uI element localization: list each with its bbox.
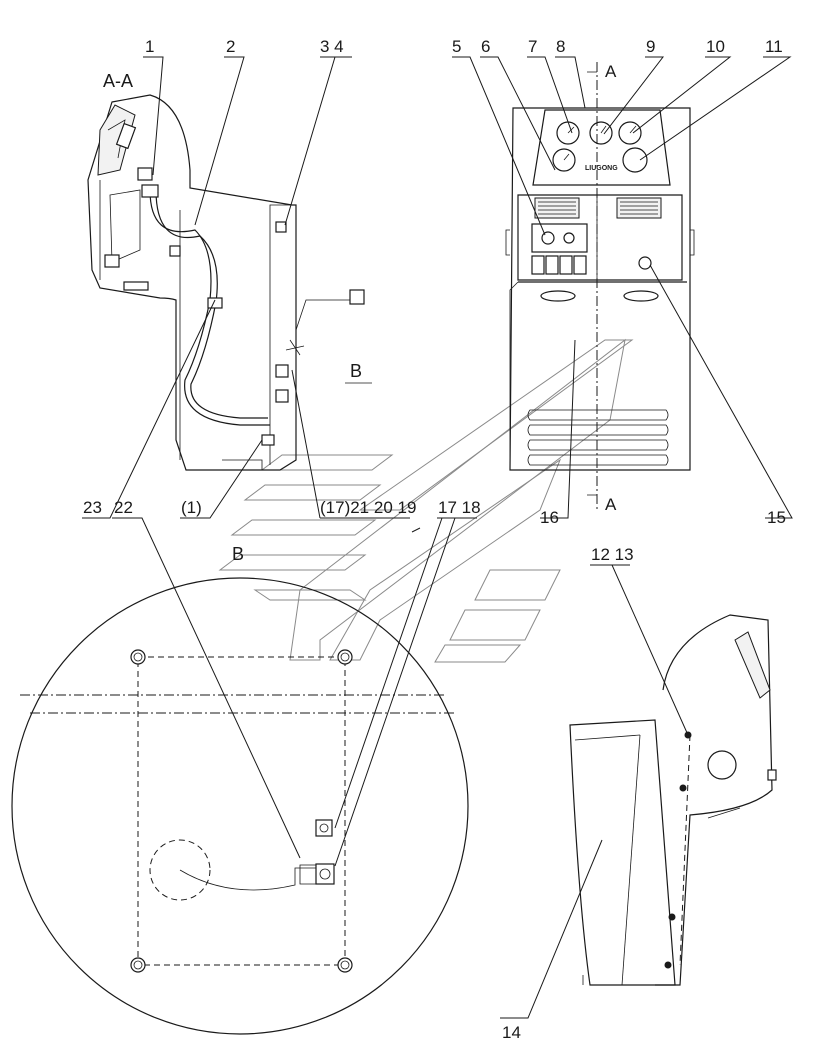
part-number-3-4: 3 4: [320, 37, 344, 56]
part-number-7: 7: [528, 37, 537, 56]
section-mark-top: A: [605, 62, 617, 81]
part-number-17-18: 17 18: [438, 498, 481, 517]
part-number-8: 8: [556, 37, 565, 56]
part-number-23: 23: [83, 498, 102, 517]
part-number-9: 9: [646, 37, 655, 56]
front-view-panel: LIUGONG A A: [505, 62, 695, 514]
part-number-6: 6: [481, 37, 490, 56]
part-number-22: 22: [114, 498, 133, 517]
section-label-a-a: A-A: [103, 71, 133, 91]
part-number-labels: 1 2 3 4 5 6 7 8 9 10 11 23 22 (1) (17)21…: [83, 37, 786, 1042]
part-number-5: 5: [452, 37, 461, 56]
detail-view-b: B: [11, 544, 469, 1035]
section-mark-bottom: A: [605, 495, 617, 514]
panel-brand-label: LIUGONG: [585, 165, 618, 172]
part-number-10: 10: [706, 37, 725, 56]
leader-lines: [82, 56, 793, 1019]
part-number-16: 16: [540, 508, 559, 527]
part-number-15: 15: [767, 508, 786, 527]
side-view-panel: [569, 614, 777, 986]
part-number-1: 1: [145, 37, 154, 56]
part-number-12-13: 12 13: [591, 545, 634, 564]
part-number-17-21-20-19: (17)21 20 19: [320, 498, 416, 517]
section-view-a-a: A-A B: [87, 71, 372, 471]
view-label-b: B: [350, 361, 362, 381]
part-number-11: 11: [765, 37, 783, 56]
part-number-2: 2: [226, 37, 235, 56]
view-label-b-detail: B: [232, 544, 244, 564]
part-number-1-paren: (1): [181, 498, 202, 517]
part-number-14: 14: [502, 1023, 521, 1042]
watermark-logo: [218, 338, 634, 663]
